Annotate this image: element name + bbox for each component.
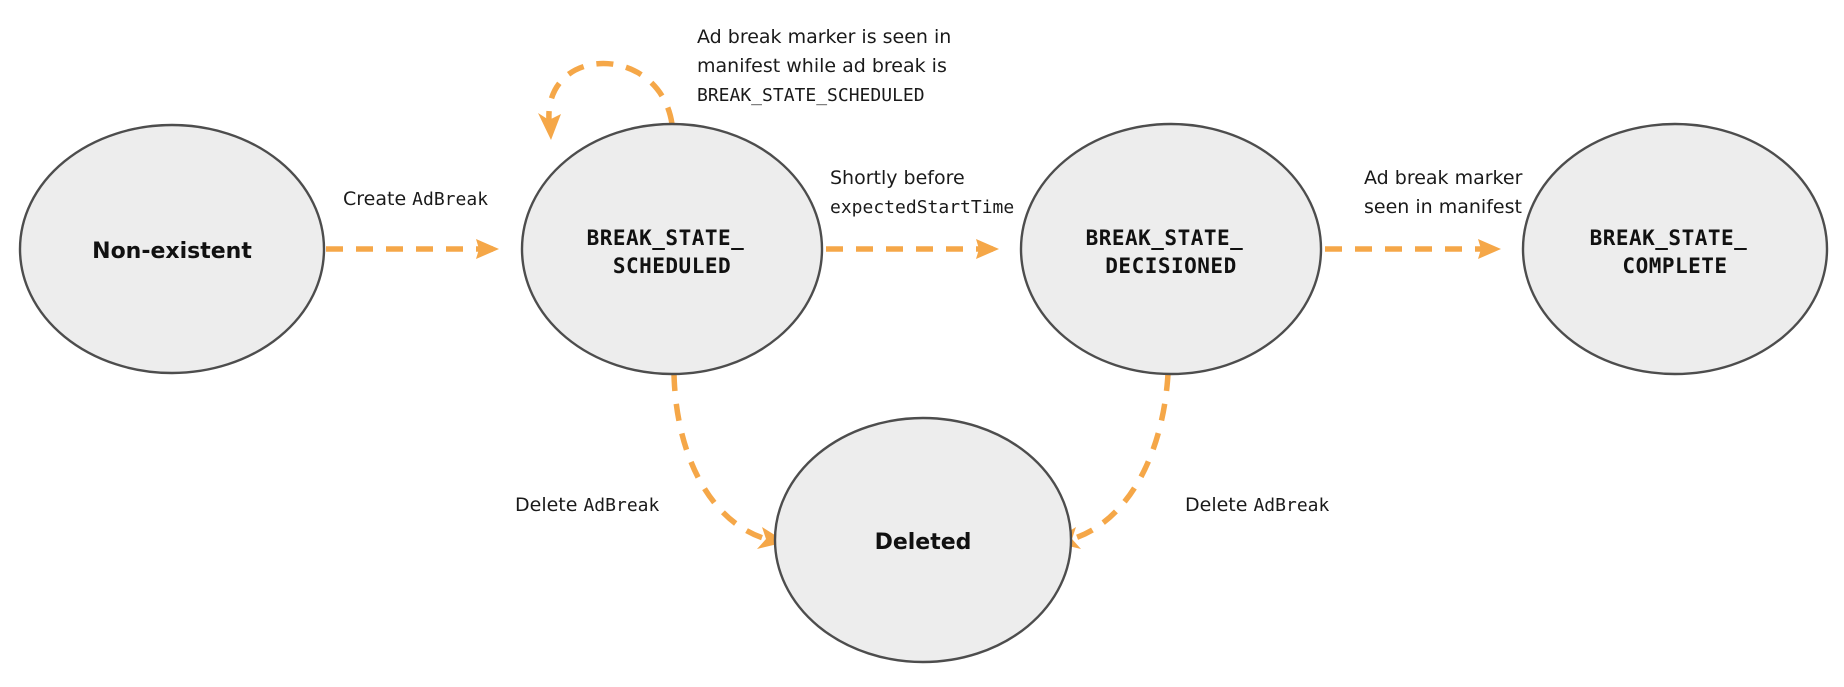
node-label-line-1: BREAK_STATE_: [587, 226, 745, 250]
edge-label-seg-sans: Delete: [1185, 494, 1253, 516]
node-deleted-label: Deleted: [875, 530, 972, 555]
edge-marker-seen-in-manifest-label: Ad break marker seen in manifest: [1364, 167, 1528, 218]
edge-shortly-before-arrowhead: [976, 239, 999, 259]
edge-scheduled-self-loop-arrowhead: [538, 113, 561, 140]
node-break-state-decisioned-label: BREAK_STATE_ DECISIONED: [1086, 226, 1257, 278]
edge-marker-seen-in-manifest: Ad break marker seen in manifest: [1325, 167, 1528, 259]
node-break-state-complete-shape[interactable]: [1521, 122, 1829, 376]
edge-label-seg-sans: Delete: [515, 494, 583, 516]
node-break-state-scheduled[interactable]: BREAK_STATE_ SCHEDULED: [520, 122, 824, 376]
edge-label-line-1: Ad break marker is seen in: [697, 26, 951, 48]
edge-label-line-1: Shortly before: [830, 167, 965, 189]
node-non-existent[interactable]: Non-existent: [18, 123, 326, 375]
node-label-line-1: Deleted: [875, 530, 972, 555]
edge-shortly-before: Shortly before expectedStartTime: [826, 167, 1014, 259]
edge-create-adbreak-label: Create AdBreak: [343, 188, 488, 210]
edge-label-line-2: expectedStartTime: [830, 197, 1014, 218]
node-break-state-complete-label: BREAK_STATE_ COMPLETE: [1590, 226, 1761, 278]
edge-delete-from-decisioned-label: Delete AdBreak: [1185, 494, 1329, 516]
edge-label-line-2: seen in manifest: [1364, 196, 1522, 218]
edge-create-adbreak: Create AdBreak: [326, 188, 499, 259]
edge-label-seg-mono: AdBreak: [1253, 495, 1329, 516]
node-break-state-decisioned[interactable]: BREAK_STATE_ DECISIONED: [1019, 122, 1323, 376]
edge-create-adbreak-arrowhead: [476, 239, 499, 259]
edge-scheduled-self-loop-label: Ad break marker is seen in manifest whil…: [697, 26, 957, 106]
edge-marker-seen-in-manifest-arrowhead: [1478, 239, 1501, 259]
node-break-state-decisioned-shape[interactable]: [1019, 122, 1323, 376]
node-label-line-2: DECISIONED: [1105, 254, 1236, 278]
edge-label-seg-sans: Create: [343, 188, 412, 210]
node-label-line-2: SCHEDULED: [613, 254, 731, 278]
edge-shortly-before-label: Shortly before expectedStartTime: [830, 167, 1014, 218]
edge-delete-from-scheduled-label: Delete AdBreak: [515, 494, 659, 516]
node-label-line-2: COMPLETE: [1622, 254, 1727, 278]
node-break-state-scheduled-label: BREAK_STATE_ SCHEDULED: [587, 226, 758, 278]
node-label-line-1: BREAK_STATE_: [1086, 226, 1244, 250]
edge-label-seg-mono: AdBreak: [412, 189, 488, 210]
edge-scheduled-self-loop-line: [546, 60, 675, 125]
node-label-line-1: BREAK_STATE_: [1590, 226, 1748, 250]
node-break-state-complete[interactable]: BREAK_STATE_ COMPLETE: [1521, 122, 1829, 376]
node-non-existent-shape[interactable]: [18, 123, 326, 375]
edge-delete-from-decisioned-line: [1071, 373, 1171, 542]
edge-delete-from-decisioned: Delete AdBreak: [1052, 373, 1329, 549]
edge-delete-from-scheduled: Delete AdBreak: [515, 373, 786, 549]
edge-label-line-1: Ad break marker: [1364, 167, 1523, 189]
node-non-existent-label: Non-existent: [92, 239, 252, 264]
node-deleted-shape[interactable]: [773, 416, 1073, 664]
edge-label-line-3: BREAK_STATE_SCHEDULED: [697, 85, 925, 106]
edge-label-seg-mono: AdBreak: [583, 495, 659, 516]
node-deleted[interactable]: Deleted: [773, 416, 1073, 664]
edge-scheduled-self-loop: Ad break marker is seen in manifest whil…: [538, 26, 957, 140]
edge-label-line-2: manifest while ad break is: [697, 55, 947, 77]
node-break-state-scheduled-shape[interactable]: [520, 122, 824, 376]
node-label-line-1: Non-existent: [92, 239, 252, 264]
